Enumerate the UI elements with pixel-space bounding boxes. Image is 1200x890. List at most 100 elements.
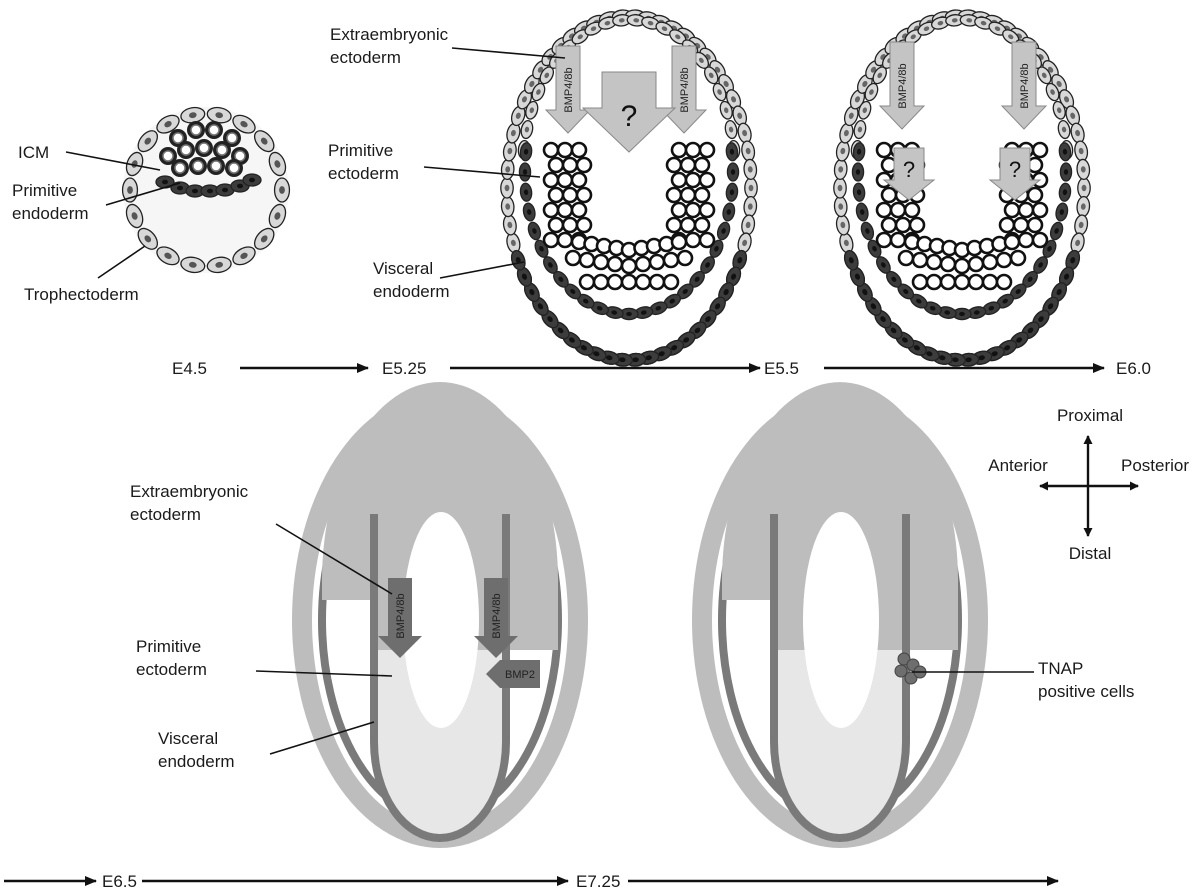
blastocyst-e4-5 (123, 106, 290, 275)
cell (1000, 218, 1014, 232)
cell (664, 275, 678, 289)
cell (563, 158, 577, 172)
cell (558, 143, 572, 157)
cell (544, 233, 558, 247)
cell (544, 143, 558, 157)
cell (558, 203, 572, 217)
cell (910, 218, 924, 232)
cell (502, 140, 517, 162)
proamniotic-cavity (403, 512, 479, 728)
cell (1005, 203, 1019, 217)
cell (566, 251, 580, 265)
bmp-label-left: BMP4/8b (897, 63, 909, 108)
cell (1073, 214, 1088, 236)
unknown-signal-label: ? (621, 100, 638, 133)
cell (855, 202, 870, 222)
proamniotic-cavity (803, 512, 879, 728)
cell (1073, 140, 1088, 162)
cell (519, 163, 530, 181)
cell (927, 275, 941, 289)
label-primitive-ectoderm-1: Primitive (136, 637, 201, 656)
cell (834, 178, 846, 198)
label-extraembryonic-ectoderm-1: Extraembryonic (130, 482, 249, 501)
cell (983, 275, 997, 289)
cell (563, 218, 577, 232)
cell (877, 143, 891, 157)
label-primitive-ectoderm-1: Primitive (328, 141, 393, 160)
cell (941, 275, 955, 289)
cell (1028, 218, 1042, 232)
cell (681, 218, 695, 232)
cell (835, 214, 850, 236)
cell (672, 203, 686, 217)
cell (667, 158, 681, 172)
primitive-ectoderm-cells (544, 143, 714, 289)
cell (207, 157, 225, 175)
cell (743, 196, 757, 217)
bmp-label-left: BMP4/8b (563, 67, 575, 112)
cell (177, 141, 195, 159)
cell (834, 196, 848, 217)
cell (520, 183, 533, 202)
axis-proximal: Proximal (1057, 406, 1123, 425)
bmp-label-left: BMP4/8b (395, 593, 407, 638)
cell (544, 203, 558, 217)
cell (941, 257, 955, 271)
cell (721, 202, 736, 222)
cell (882, 218, 896, 232)
bmp2-label: BMP2 (505, 669, 535, 681)
cell (650, 275, 664, 289)
cell (997, 253, 1011, 267)
cell (859, 221, 875, 242)
stage-e6-0: E6.0 (1116, 359, 1151, 378)
cell (275, 178, 290, 202)
cell (1078, 178, 1090, 198)
stage-e5-25: E5.25 (382, 359, 426, 378)
cell (877, 203, 891, 217)
cell (502, 214, 517, 236)
cell (563, 188, 577, 202)
cell (672, 143, 686, 157)
cell (608, 257, 622, 271)
bmp-label-right: BMP4/8b (679, 67, 691, 112)
cell (681, 188, 695, 202)
label-tnap-2: positive cells (1038, 682, 1134, 701)
cell (1048, 221, 1064, 242)
label-primitive-ectoderm-2: ectoderm (328, 164, 399, 183)
axis-posterior: Posterior (1121, 456, 1189, 475)
cell (558, 173, 572, 187)
cell (580, 253, 594, 267)
cell (1058, 183, 1071, 202)
unknown-label-right: ? (1009, 157, 1021, 182)
cell (558, 233, 572, 247)
cell (189, 157, 207, 175)
cell (622, 275, 636, 289)
axis-compass: Proximal Distal Anterior Posterior (988, 406, 1189, 563)
cell (969, 257, 983, 271)
cell (927, 255, 941, 269)
cell (1028, 188, 1042, 202)
cell (572, 173, 586, 187)
cell (577, 158, 591, 172)
cell (577, 218, 591, 232)
cell (501, 159, 515, 180)
cell (171, 159, 189, 177)
cell (672, 235, 686, 249)
label-icm: ICM (18, 143, 49, 162)
label-visceral-endoderm-2: endoderm (373, 282, 450, 301)
cell (955, 275, 969, 289)
cell (622, 259, 636, 273)
axis-distal: Distal (1069, 544, 1112, 563)
label-tnap-1: TNAP (1038, 659, 1083, 678)
cell (594, 255, 608, 269)
cell (725, 183, 738, 202)
cell (740, 140, 755, 162)
cell (913, 275, 927, 289)
embryo-e6-0: BMP4/8b BMP4/8b ? ? (834, 9, 1090, 366)
cell (205, 121, 223, 139)
cell (501, 196, 515, 217)
cell (672, 173, 686, 187)
cell (700, 143, 714, 157)
cell (549, 158, 563, 172)
